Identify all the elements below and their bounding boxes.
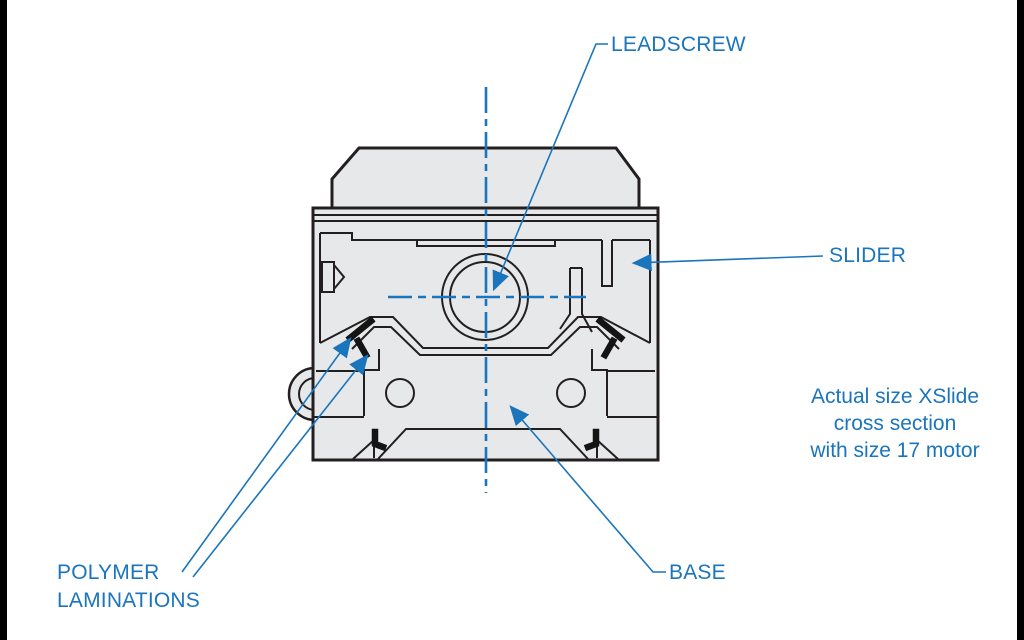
slider-right-slot (601, 240, 613, 287)
lamination-bottom-right (583, 428, 600, 452)
left-edge-bar (0, 0, 7, 640)
caption-line2: cross section (833, 412, 957, 435)
polymer-laminations-group (345, 316, 626, 452)
slider-label: SLIDER (829, 244, 907, 267)
gib-channel-right-edge (581, 268, 593, 333)
lamination-upper-right (595, 316, 626, 343)
base-hole-right (556, 378, 586, 408)
polymer-laminations-label: POLYMER LAMINATIONS (57, 559, 200, 615)
lamination-bottom-left (371, 428, 388, 452)
caption-line1: Actual size XSlide (810, 385, 980, 408)
polymer-label-line1: POLYMER (57, 561, 160, 584)
centerlines-group (388, 87, 586, 493)
figure-caption: Actual size XSlide cross section with si… (767, 383, 1023, 464)
bottom-relief (377, 428, 589, 460)
lamination-lower-left (353, 336, 371, 360)
leader-lines-group (181, 43, 824, 578)
right-edge-bar (1017, 0, 1024, 640)
gib-channel-left-edge (559, 268, 571, 330)
base-label: BASE (669, 561, 726, 584)
lamination-lower-right (600, 336, 618, 360)
slide-body-group (287, 146, 660, 462)
base-right-step (591, 349, 608, 416)
leadscrew-leader (492, 43, 608, 292)
base-left-step (363, 349, 380, 416)
polymer-leader-2 (192, 354, 369, 578)
left-pin-tip (333, 264, 346, 290)
caption-line3: with size 17 motor (810, 439, 980, 462)
lamination-upper-left (345, 316, 376, 343)
polymer-label-line2: LAMINATIONS (57, 589, 200, 612)
dovetail-lower-contour (351, 326, 620, 356)
left-pin-body (321, 261, 335, 293)
polymer-leader-1 (181, 337, 352, 573)
slider-leader (631, 253, 824, 272)
leadscrew-label: LEADSCREW (611, 33, 746, 56)
base-hole-left (385, 378, 415, 408)
base-leader (509, 405, 666, 573)
